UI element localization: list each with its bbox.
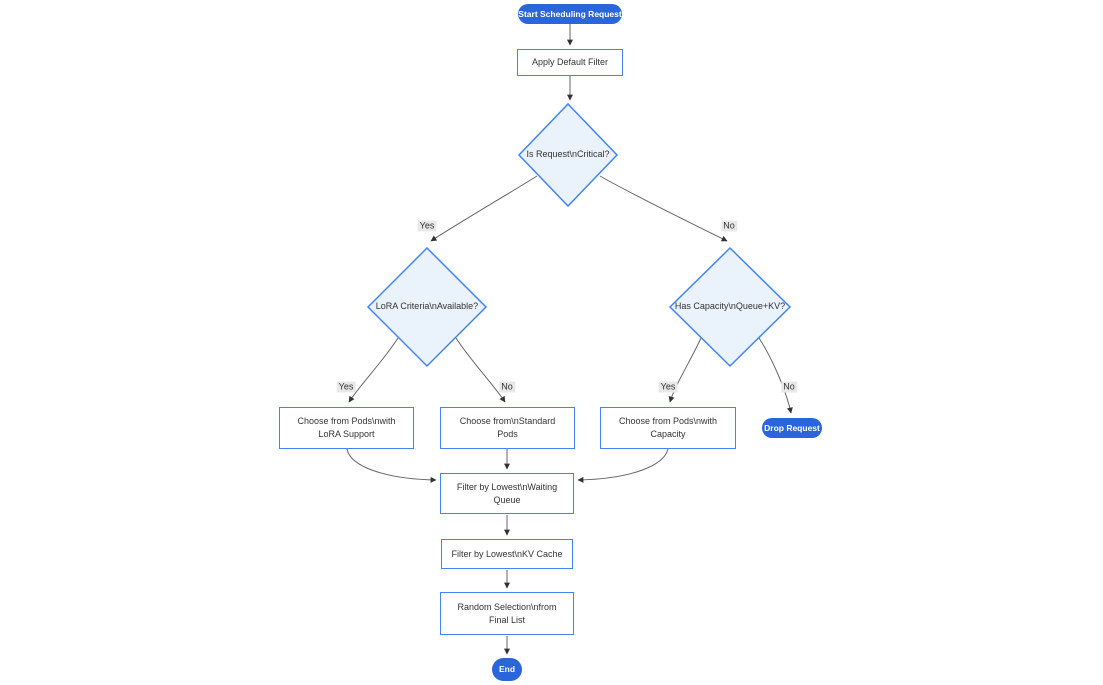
edge-capacity-yes (668, 337, 702, 403)
node-label: Filter by Lowest\nKV Cache (451, 548, 563, 559)
node-label-line: Random Selection\nfrom (457, 601, 557, 612)
node-drop-request: Drop Request (762, 418, 822, 438)
decision-diamond-lora-available (366, 246, 488, 368)
edge-critical-yes (430, 175, 538, 242)
edge-label-capacity-no: No (781, 381, 797, 393)
edge-lora-yes (348, 337, 399, 403)
node-end: End (492, 658, 522, 681)
decision-diamond-has-capacity (668, 246, 792, 368)
edge-label-capacity-yes: Yes (658, 381, 678, 393)
node-label-line: Choose from Pods\nwith (297, 416, 396, 426)
node-label-line: LoRA Support (318, 429, 375, 439)
edge-lorapods-to-filterwaiting (346, 448, 437, 483)
node-start: Start Scheduling Request (518, 4, 622, 24)
node-label-line: Filter by Lowest\nWaiting (456, 481, 558, 492)
decision-diamond-is-critical (517, 102, 619, 208)
node-filter-kv-cache: Filter by Lowest\nKV Cache (441, 539, 573, 569)
edge-label-lora-yes: Yes (336, 381, 356, 393)
edge-capacitypods-to-filterwaiting (577, 448, 669, 483)
edge-capacity-no (758, 337, 793, 414)
node-label-line: Choose from Pods\nwith (618, 416, 718, 426)
edge-label-lora-no: No (499, 381, 515, 393)
node-label-line: Final List (488, 614, 525, 625)
node-choose-standard-pods: Choose from\nStandard Pods (440, 407, 575, 449)
node-choose-lora-pods: Choose from Pods\nwith LoRA Support (279, 407, 414, 449)
node-label: Apply Default Filter (531, 57, 609, 67)
edge-critical-no (599, 175, 728, 242)
node-choose-capacity-pods: Choose from Pods\nwith Capacity (600, 407, 736, 449)
node-label-line: Pods (497, 429, 518, 439)
edge-label-critical-yes: Yes (417, 220, 437, 232)
node-label-line: Choose from\nStandard (459, 416, 556, 426)
node-label-line: Capacity (650, 429, 686, 439)
edge-label-critical-no: No (721, 220, 737, 232)
node-random-selection: Random Selection\nfrom Final List (440, 592, 574, 635)
node-filter-waiting-queue: Filter by Lowest\nWaiting Queue (440, 473, 574, 514)
edge-lora-no (455, 337, 506, 403)
node-apply-default-filter: Apply Default Filter (517, 49, 623, 76)
node-label-line: Queue (493, 494, 521, 505)
